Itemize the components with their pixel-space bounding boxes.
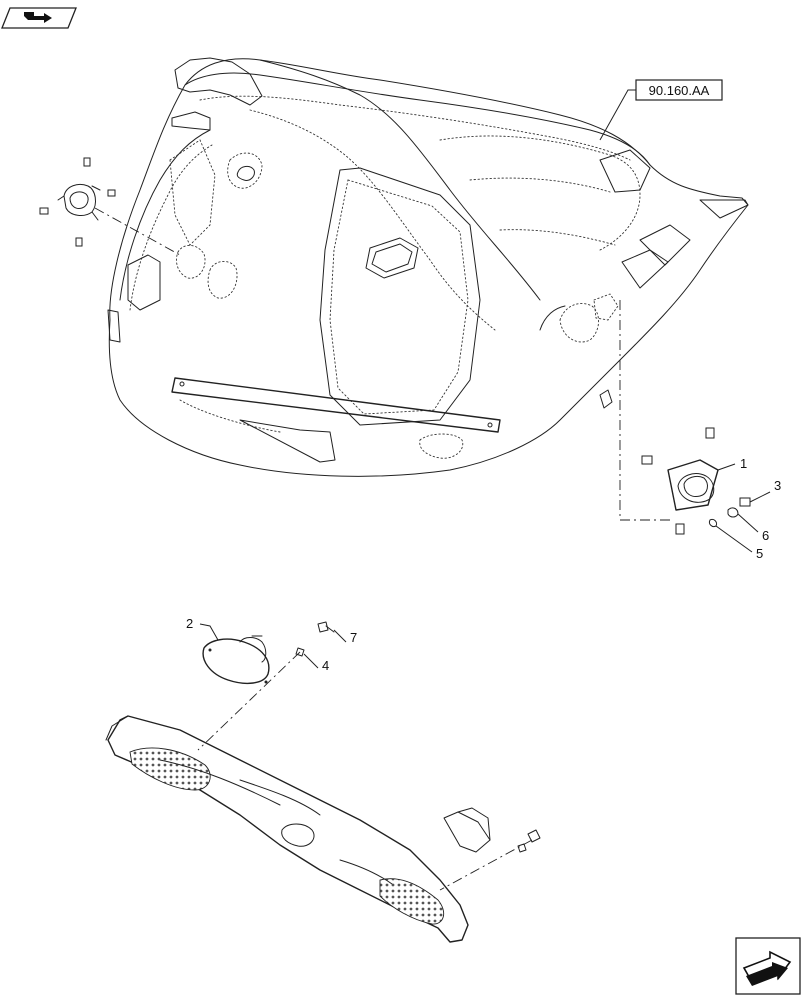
left-speaker-exploded xyxy=(39,157,181,256)
washer-4 xyxy=(295,647,305,657)
callout-1[interactable]: 1 xyxy=(717,456,747,471)
reference-label: 90.160.AA xyxy=(649,83,710,98)
svg-text:5: 5 xyxy=(756,546,763,561)
svg-text:3: 3 xyxy=(774,478,781,493)
pillar-trim-panel xyxy=(105,715,469,943)
screw-7 xyxy=(317,621,335,633)
svg-text:4: 4 xyxy=(322,658,329,673)
svg-text:6: 6 xyxy=(762,528,769,543)
speaker-2 xyxy=(202,635,270,685)
svg-text:2: 2 xyxy=(186,616,193,631)
next-page-arrow-icon[interactable] xyxy=(735,937,801,995)
callout-2[interactable]: 2 xyxy=(186,616,219,641)
svg-text:1: 1 xyxy=(740,456,747,471)
callout-3[interactable]: 3 xyxy=(749,478,781,503)
callout-5[interactable]: 5 xyxy=(715,525,763,561)
assembly-line-speaker-2 xyxy=(197,651,301,751)
right-speaker-assembly xyxy=(619,300,751,535)
book-arrow-icon[interactable] xyxy=(1,7,77,29)
callout-7[interactable]: 7 xyxy=(333,629,357,645)
callout-4[interactable]: 4 xyxy=(303,653,329,673)
cab-headliner xyxy=(107,57,749,477)
trim-bracket xyxy=(439,807,541,891)
reference-box[interactable]: 90.160.AA xyxy=(599,79,723,141)
svg-text:7: 7 xyxy=(350,630,357,645)
callout-6[interactable]: 6 xyxy=(737,513,769,543)
